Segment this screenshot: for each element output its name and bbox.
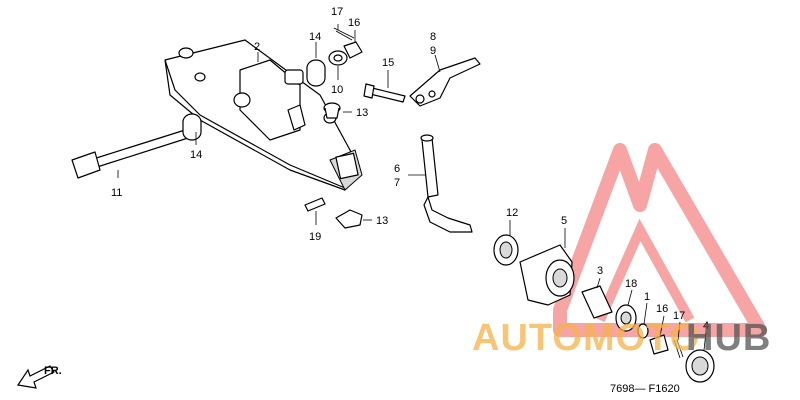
callout-labels: 2 11 14 14 17 16 10 15 8 9 13 13 19 6 7 … [111, 6, 709, 332]
callout-10: 10 [331, 84, 343, 96]
watermark-logo [553, 143, 767, 337]
cotter-pin-top [333, 27, 355, 41]
hub-cap [685, 349, 715, 383]
collar-lower [335, 209, 363, 229]
bushing-left [182, 113, 202, 141]
diagram-code: 7698— F1620 [610, 383, 680, 395]
collar-upper [323, 102, 341, 119]
callout-11: 11 [111, 187, 122, 199]
watermark-text: AUTOMOTO HUB [472, 317, 771, 359]
bushing-top [306, 59, 326, 87]
bearing-outer [493, 234, 519, 266]
callout-15: 15 [382, 57, 394, 69]
hub-washer [637, 323, 649, 339]
front-label: FR. [44, 365, 62, 377]
castle-nut-hub [649, 334, 669, 355]
front-direction-indicator: FR. [16, 365, 62, 389]
callout-18: 18 [625, 278, 637, 290]
wheel-hub [519, 244, 575, 306]
callout-19: 19 [309, 231, 321, 243]
callout-5: 5 [561, 215, 567, 227]
callout-13-lower: 13 [376, 215, 388, 227]
callout-3: 3 [597, 265, 603, 277]
callout-16-hub: 16 [656, 303, 668, 315]
bearing-inner [615, 304, 637, 332]
bolt [363, 83, 406, 103]
callout-1: 1 [644, 291, 650, 303]
castle-nut-top [343, 41, 363, 59]
spacer-collar [581, 285, 613, 319]
callout-16-top: 16 [348, 17, 360, 29]
callout-2: 2 [254, 41, 260, 53]
callout-13-upper: 13 [356, 107, 368, 119]
washer [328, 50, 348, 66]
watermark-text-a: AUTOMOTO [472, 317, 700, 359]
callout-7: 7 [394, 177, 400, 189]
steering-spindle [420, 134, 473, 233]
callout-14-left: 14 [190, 149, 202, 161]
callout-12: 12 [506, 207, 518, 219]
callout-6: 6 [394, 163, 400, 175]
grease-fitting [304, 197, 326, 212]
callout-4: 4 [703, 320, 709, 332]
steering-bracket [409, 57, 481, 107]
pivot-bolt [71, 129, 189, 179]
callout-8: 8 [430, 31, 436, 43]
callout-17-hub: 17 [673, 310, 685, 322]
callout-14-top: 14 [309, 31, 321, 43]
leader-lines [117, 24, 707, 351]
front-arrow-icon [16, 365, 55, 389]
callout-17-top: 17 [331, 6, 343, 18]
cotter-pin-hub [673, 339, 684, 359]
callout-9: 9 [430, 45, 436, 57]
watermark-text-b: HUB [686, 317, 771, 359]
front-axle-frame [164, 39, 363, 191]
